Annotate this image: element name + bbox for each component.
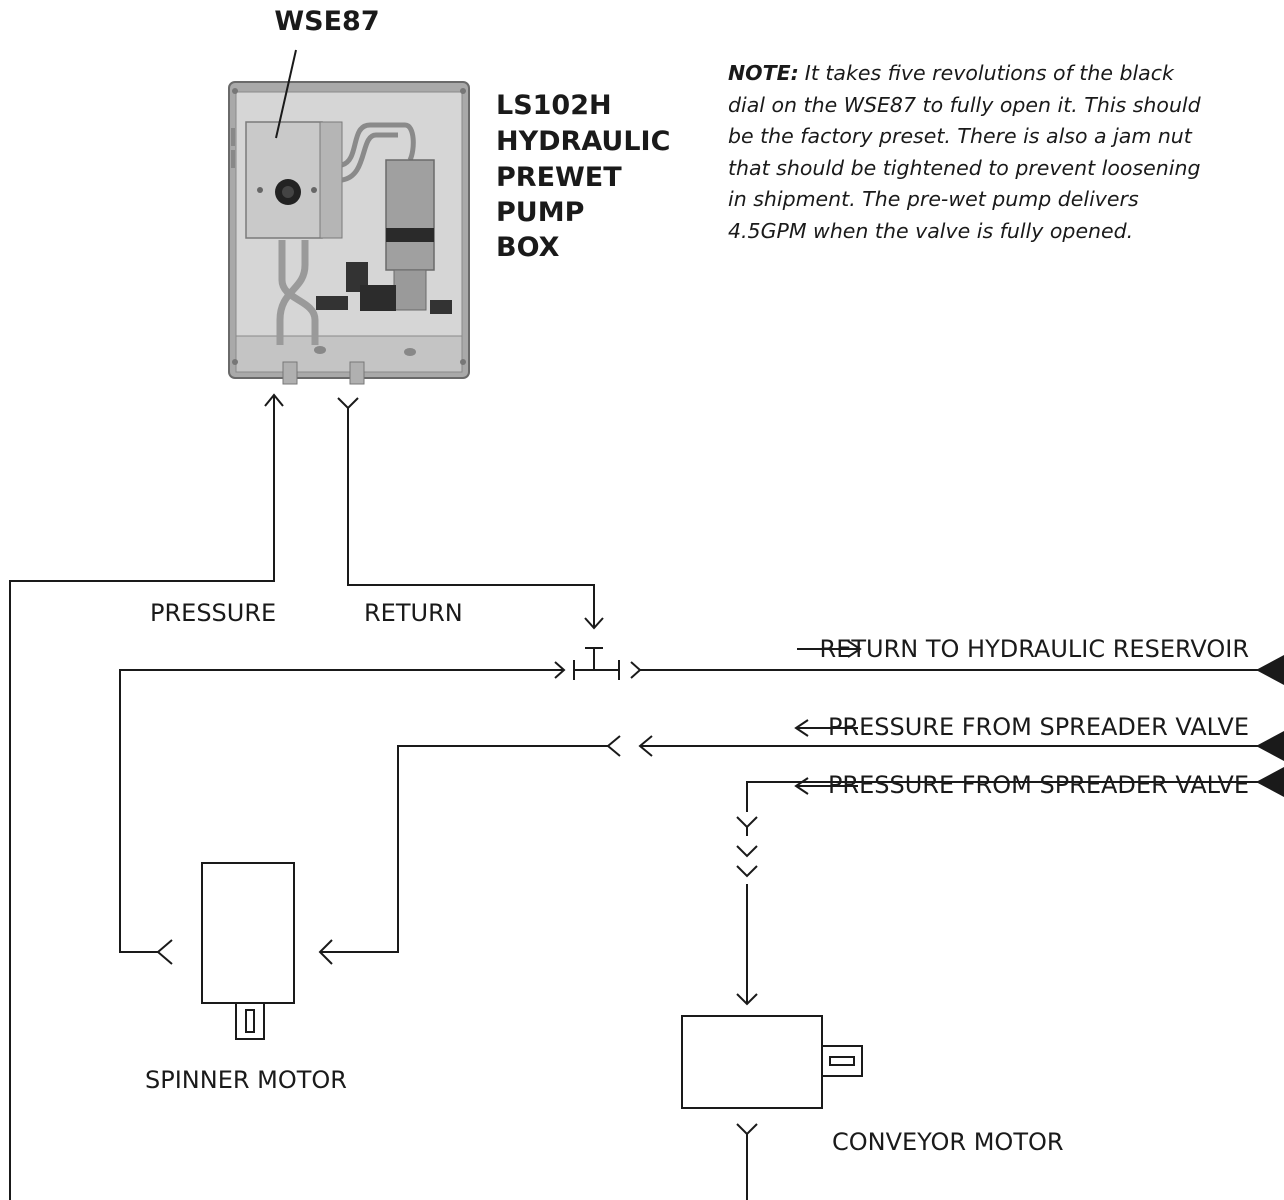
tee-fitting-icon	[554, 647, 642, 680]
spinner-motor	[201, 862, 295, 1040]
note-line: 4.5GPM when the valve is fully opened.	[728, 219, 1133, 243]
spreader-port-icon-1	[1256, 731, 1284, 761]
pressure-label: PRESSURE	[150, 599, 276, 627]
note-label: NOTE:	[728, 61, 799, 85]
spreader-pressure-line-2	[746, 781, 1284, 812]
arrow-up-icon	[264, 393, 284, 407]
spinner-return-fitting-icon	[156, 939, 173, 965]
spinner-inlet-arrow-icon	[318, 939, 333, 965]
flow-arrow-left-head-icon	[794, 719, 809, 737]
box-title-line: PREWET	[496, 162, 622, 193]
callout-label: WSE87	[274, 6, 379, 37]
conveyor-motor	[681, 1015, 863, 1200]
flow-arrow-right-head-icon	[847, 640, 862, 658]
box-title: LS102H HYDRAULIC PREWET PUMP BOX	[496, 90, 670, 263]
fitting-v-icon	[736, 845, 758, 858]
note-line: be the factory preset. There is also a j…	[728, 124, 1193, 148]
pressure-line	[9, 395, 275, 1200]
pressure-spreader-label-2: PRESSURE FROM SPREADER VALVE	[828, 771, 1249, 799]
return-line	[347, 408, 595, 628]
spinner-motor-label: SPINNER MOTOR	[145, 1066, 347, 1094]
note-line: that should be tightened to prevent loos…	[728, 156, 1200, 180]
flow-arrow-left-head-icon	[794, 777, 809, 795]
box-title-line: HYDRAULIC	[496, 126, 670, 157]
return-reservoir-label: RETURN TO HYDRAULIC RESERVOIR	[820, 635, 1249, 663]
box-title-line: LS102H	[496, 90, 612, 121]
arrow-down-icon	[584, 617, 604, 630]
fitting-v-icon	[736, 865, 758, 878]
callout-leader-line	[275, 49, 297, 139]
note-line: dial on the WSE87 to fully open it. This…	[728, 93, 1202, 117]
box-title-line: PUMP	[496, 197, 584, 228]
note-line: in shipment. The pre-wet pump delivers	[728, 187, 1139, 211]
fitting-icon	[606, 735, 621, 757]
spinner-return-line	[119, 669, 564, 953]
flow-arrow-left-icon	[638, 735, 653, 757]
note-block: NOTE:It takes five revolutions of the bl…	[728, 61, 1202, 243]
svg-text:NOTE:It takes five revolutions: NOTE:It takes five revolutions of the bl…	[728, 61, 1175, 85]
reservoir-port-icon	[1256, 655, 1284, 685]
return-label: RETURN	[364, 599, 463, 627]
conveyor-motor-label: CONVEYOR MOTOR	[832, 1128, 1064, 1156]
fitting-y-icon	[337, 397, 359, 410]
fitting-y-icon	[736, 1123, 758, 1136]
arrow-down-icon	[736, 993, 758, 1006]
arrow-down-icon	[736, 816, 758, 829]
pump-box-illustration	[228, 81, 470, 385]
box-title-line: BOX	[496, 232, 560, 263]
spinner-pressure-line	[320, 745, 608, 953]
pressure-spreader-label-1: PRESSURE FROM SPREADER VALVE	[828, 713, 1249, 741]
spreader-port-icon-2	[1256, 767, 1284, 797]
note-line: It takes five revolutions of the black	[805, 61, 1175, 85]
